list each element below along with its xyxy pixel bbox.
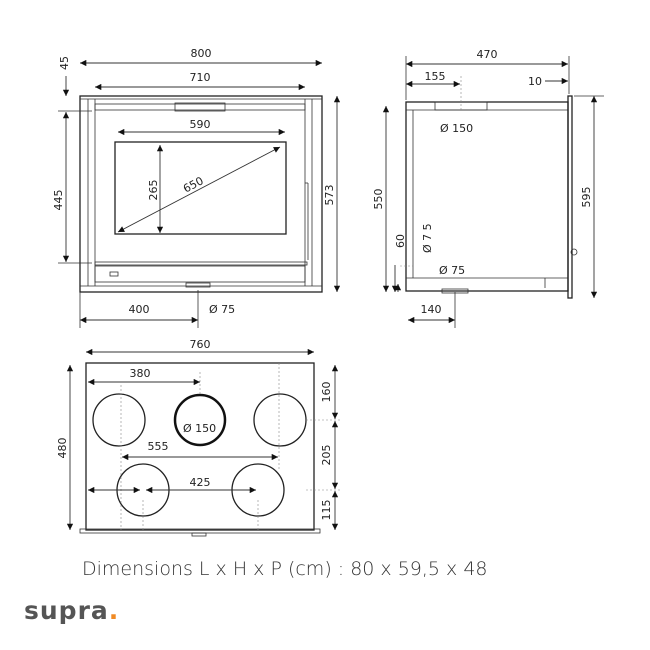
- dim-573: 573: [323, 185, 336, 206]
- logo-text: supra: [24, 596, 109, 625]
- dim-inlet-diameter: Ø 75: [209, 303, 235, 316]
- dimensions-caption: Dimensions L x H x P (cm) : 80 x 59,5 x …: [82, 558, 488, 580]
- svg-text:supra.: supra.: [24, 596, 119, 625]
- dim-160: 160: [320, 382, 333, 403]
- side-view: 470 155 10 Ø 150 550 595 60 Ø 7 5 Ø 75 1…: [372, 48, 604, 328]
- dim-flue-diameter: Ø 150: [440, 122, 473, 135]
- dim-10: 10: [528, 75, 542, 88]
- dim-590: 590: [190, 118, 211, 131]
- supra-logo: supra.: [24, 596, 119, 625]
- dim-400: 400: [129, 303, 150, 316]
- dim-155: 155: [425, 70, 446, 83]
- dim-115: 115: [320, 500, 333, 521]
- dim-380: 380: [130, 367, 151, 380]
- dim-550: 550: [372, 189, 385, 210]
- front-view: 800 710 45 445 573 590 265 650 400 Ø 75: [52, 47, 341, 328]
- dim-555: 555: [148, 440, 169, 453]
- top-view: 760 380 Ø 150 555 425 480 160 205 115: [56, 338, 342, 537]
- logo-dot: .: [109, 596, 120, 625]
- dim-60: 60: [394, 234, 407, 248]
- dim-470: 470: [477, 48, 498, 61]
- dim-inlet-diameter-vertical: Ø 7 5: [421, 223, 434, 253]
- dim-265: 265: [147, 180, 160, 201]
- dim-710: 710: [190, 71, 211, 84]
- dim-140: 140: [421, 303, 442, 316]
- dim-flue-diameter: Ø 150: [183, 422, 216, 435]
- dim-480: 480: [56, 438, 69, 459]
- dim-595: 595: [580, 187, 593, 208]
- dim-205: 205: [320, 445, 333, 466]
- dim-inlet-diameter: Ø 75: [439, 264, 465, 277]
- dim-760: 760: [190, 338, 211, 351]
- dim-45: 45: [58, 56, 71, 70]
- dim-800: 800: [191, 47, 212, 60]
- dim-425: 425: [190, 476, 211, 489]
- dim-445: 445: [52, 190, 65, 211]
